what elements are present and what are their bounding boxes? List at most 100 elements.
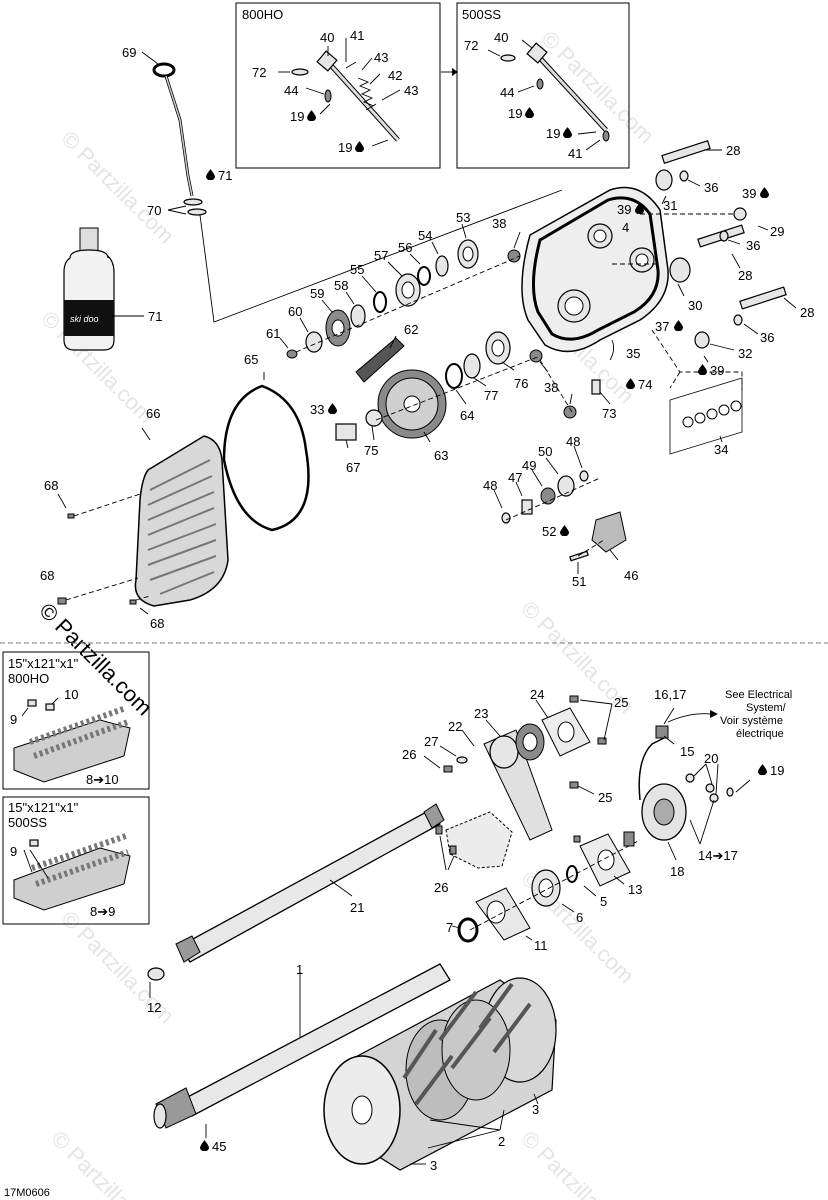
callout-28: 28 bbox=[800, 305, 814, 320]
oil-drop-icon bbox=[674, 320, 683, 331]
track-inset-model: 500SS bbox=[8, 815, 47, 830]
callout-23: 23 bbox=[474, 706, 488, 721]
callout-70: 70 bbox=[147, 203, 161, 218]
callout-37: 37 bbox=[655, 319, 669, 334]
callout-40: 40 bbox=[494, 30, 508, 45]
callout-41: 41 bbox=[568, 146, 582, 161]
callout-73: 73 bbox=[602, 406, 616, 421]
callout-3: 3 bbox=[532, 1102, 539, 1117]
callout-40: 40 bbox=[320, 30, 334, 45]
callout-21: 21 bbox=[350, 900, 364, 915]
gear-train bbox=[286, 239, 601, 441]
callout-60: 60 bbox=[288, 304, 302, 319]
bottle-brand: ski doo bbox=[70, 314, 99, 324]
oil-drop-icon bbox=[758, 764, 767, 775]
callout-44: 44 bbox=[500, 85, 514, 100]
callout-31: 31 bbox=[663, 198, 677, 213]
callout-58: 58 bbox=[334, 278, 348, 293]
callout-43: 43 bbox=[374, 50, 388, 65]
callout-19: 19 bbox=[508, 106, 522, 121]
callout-36: 36 bbox=[704, 180, 718, 195]
callout-18: 18 bbox=[670, 864, 684, 879]
callout-36: 36 bbox=[746, 238, 760, 253]
callout-27: 27 bbox=[424, 734, 438, 749]
callout-35: 35 bbox=[626, 346, 640, 361]
shim-stack: 34 bbox=[669, 377, 743, 457]
callout-28: 28 bbox=[738, 268, 752, 283]
callout-43: 43 bbox=[404, 83, 418, 98]
oil-drop-icon bbox=[328, 403, 337, 414]
electrical-note-line2: System/ bbox=[746, 702, 787, 714]
oil-drop-icon bbox=[200, 1140, 209, 1151]
callout-30: 30 bbox=[688, 298, 702, 313]
bearing-housing-left: 26 bbox=[434, 811, 513, 895]
callout-20: 20 bbox=[704, 751, 718, 766]
oil-drop-icon bbox=[563, 127, 572, 138]
callout-36: 36 bbox=[760, 330, 774, 345]
callout-28: 28 bbox=[726, 143, 740, 158]
callout-22: 22 bbox=[448, 719, 462, 734]
watermark-text: © Partzilla.com bbox=[516, 1126, 639, 1200]
callout-76: 76 bbox=[514, 376, 528, 391]
drive-axle: 1 45 bbox=[153, 962, 451, 1154]
callout-8-to-9: 8➔9 bbox=[90, 904, 115, 919]
callout-65: 65 bbox=[244, 352, 258, 367]
inset-title-500ss: 500SS bbox=[462, 7, 501, 22]
gasket-ring bbox=[222, 384, 310, 532]
callout-16-17: 16,17 bbox=[654, 687, 687, 702]
drawing-code: 17M0606 bbox=[4, 1187, 50, 1199]
callout-68: 68 bbox=[40, 568, 54, 583]
callout-71: 71 bbox=[148, 309, 162, 324]
track-inset-500ss: 15"x121"x1" 500SS 9 8➔9 bbox=[2, 796, 150, 925]
callout-5: 5 bbox=[600, 894, 607, 909]
oil-bottle: ski doo 71 bbox=[63, 227, 162, 351]
electrical-note: See Electrical System/ Voir système élec… bbox=[667, 689, 792, 740]
callout-3: 3 bbox=[430, 1158, 437, 1173]
callout-67: 67 bbox=[346, 460, 360, 475]
oil-drop-icon bbox=[206, 169, 215, 180]
chaincase-housing bbox=[521, 186, 669, 361]
callout-26: 26 bbox=[402, 747, 416, 762]
callout-68: 68 bbox=[150, 616, 164, 631]
chaincase-cover: 66 bbox=[134, 406, 229, 607]
callout-39: 39 bbox=[742, 186, 756, 201]
callout-59: 59 bbox=[310, 286, 324, 301]
callout-57: 57 bbox=[374, 248, 388, 263]
track-inset-size: 15"x121"x1" bbox=[8, 800, 79, 815]
callout-15: 15 bbox=[680, 744, 694, 759]
inset-title-800ho: 800HO bbox=[242, 7, 283, 22]
callout-13: 13 bbox=[628, 882, 642, 897]
callout-8-to-10: 8➔10 bbox=[86, 772, 119, 787]
callout-4: 4 bbox=[622, 220, 629, 235]
callout-9: 9 bbox=[10, 712, 17, 727]
callout-14-to-17: 14➔17 bbox=[698, 848, 738, 863]
callout-68: 68 bbox=[44, 478, 58, 493]
cover-bolts: 68 68 68 bbox=[40, 478, 164, 631]
callout-19: 19 bbox=[338, 140, 352, 155]
callout-1: 1 bbox=[296, 962, 303, 977]
callout-9: 9 bbox=[10, 844, 17, 859]
callout-26: 26 bbox=[434, 880, 448, 895]
callout-38: 38 bbox=[544, 380, 558, 395]
electrical-note-line4: électrique bbox=[736, 728, 784, 740]
track-inset-model: 800HO bbox=[8, 671, 49, 686]
callout-61: 61 bbox=[266, 326, 280, 341]
oil-drop-icon bbox=[560, 525, 569, 536]
watermark-text: © Partzilla.com bbox=[56, 126, 179, 249]
oil-drop-icon bbox=[698, 364, 707, 375]
speed-sensor-group: 48 47 49 50 48 52 51 46 bbox=[483, 434, 638, 589]
callout-72: 72 bbox=[464, 38, 478, 53]
callout-19: 19 bbox=[546, 126, 560, 141]
gear-train-callouts: 53 54 56 57 55 58 59 60 61 62 65 63 64 7… bbox=[244, 210, 652, 475]
dipstick-assembly: 69 70 71 bbox=[122, 45, 563, 323]
callout-12: 12 bbox=[147, 1000, 161, 1015]
callout-47: 47 bbox=[508, 470, 522, 485]
callout-41: 41 bbox=[350, 28, 364, 43]
callout-77: 77 bbox=[484, 388, 498, 403]
callout-53: 53 bbox=[456, 210, 470, 225]
callout-48: 48 bbox=[483, 478, 497, 493]
callout-48: 48 bbox=[566, 434, 580, 449]
callout-19: 19 bbox=[770, 763, 784, 778]
